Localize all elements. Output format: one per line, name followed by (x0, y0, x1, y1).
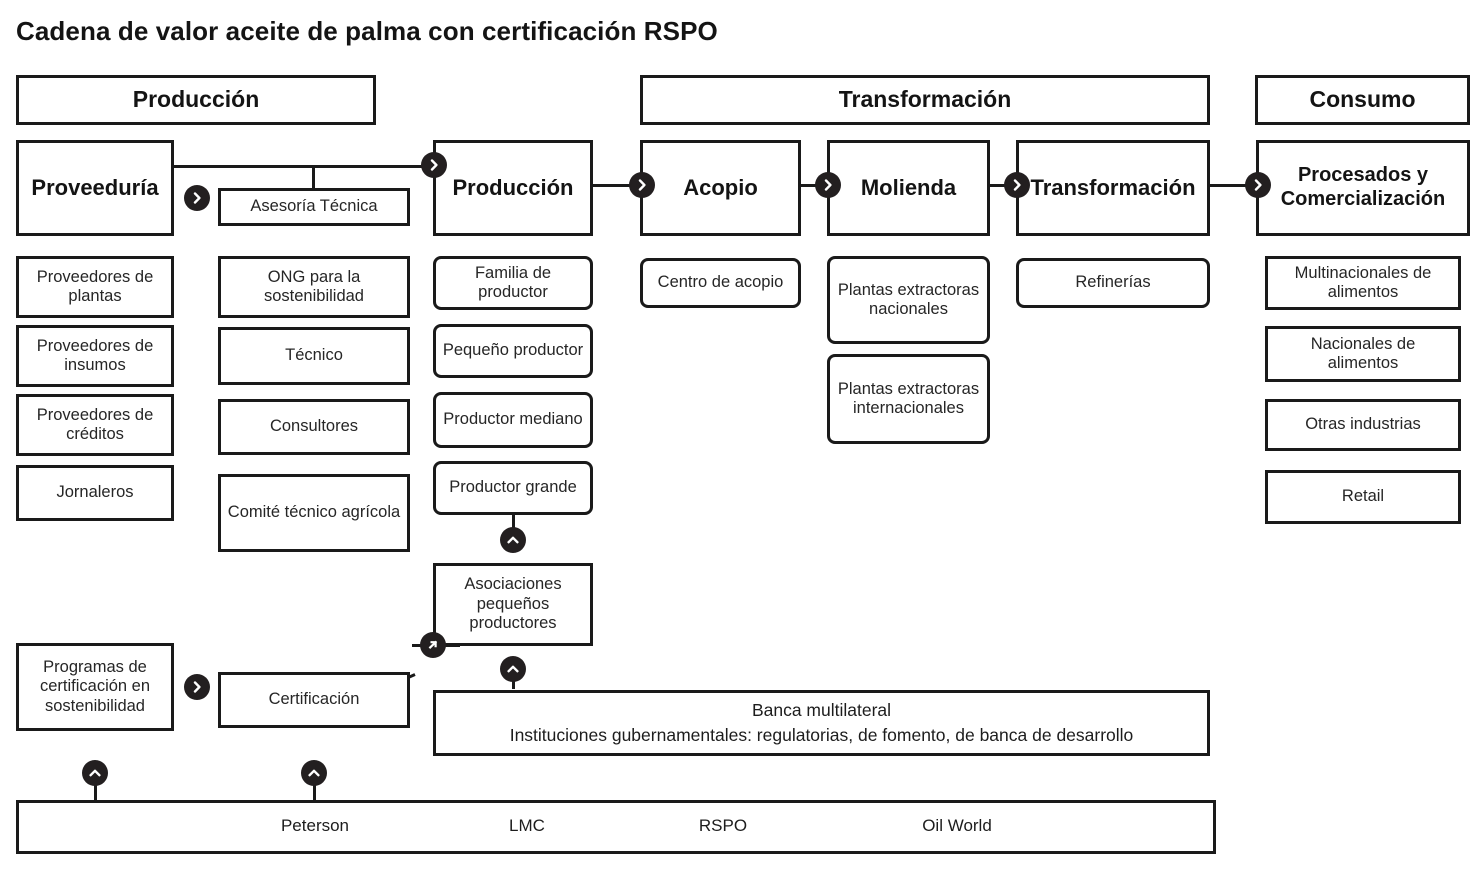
stage-acopio[interactable]: Acopio (640, 140, 801, 236)
banca-line-1: Banca multilateral (751, 699, 892, 720)
list-item[interactable]: Proveedores de plantas (16, 256, 174, 318)
connector-stem (313, 784, 316, 802)
connector-stem (512, 515, 515, 533)
list-item[interactable]: Técnico (218, 327, 410, 385)
list-item[interactable]: Nacionales de alimentos (1265, 326, 1461, 382)
list-item[interactable]: Jornaleros (16, 465, 174, 521)
list-item[interactable]: Plantas extractoras internacionales (827, 354, 990, 444)
chevron-up-icon (500, 527, 526, 553)
list-item[interactable]: Otras industrias (1265, 399, 1461, 451)
source-rspo: RSPO (698, 816, 748, 835)
list-item[interactable]: Familia de productor (433, 256, 593, 310)
chevron-right-icon (1245, 172, 1271, 198)
sources-bar (16, 800, 1216, 854)
stage-molienda[interactable]: Molienda (827, 140, 990, 236)
list-item[interactable]: Retail (1265, 470, 1461, 524)
page-title: Cadena de valor aceite de palma con cert… (16, 16, 718, 46)
list-item[interactable]: Refinerías (1016, 258, 1210, 308)
connector-stem (94, 784, 97, 802)
link-produccion-acopio (593, 184, 641, 187)
link-acopio-molienda (801, 184, 826, 187)
asesoria-tecnica-box[interactable]: Asesoría Técnica (218, 188, 410, 226)
chevron-right-icon (629, 172, 655, 198)
chevron-right-icon (184, 674, 210, 700)
link-transformacion-procesados (1210, 184, 1256, 187)
programas-certificacion-box[interactable]: Programas de certificación en sostenibil… (16, 643, 174, 731)
banca-line-2: Instituciones gubernamentales: regulator… (509, 725, 1134, 745)
list-item[interactable]: ONG para la sostenibilidad (218, 256, 410, 318)
banca-multilateral-box[interactable]: Banca multilateral Instituciones guberna… (433, 690, 1210, 756)
link-trunk-to-asesoria (312, 165, 315, 191)
stage-procesados[interactable]: Procesados y Comercialización (1256, 140, 1470, 236)
list-item[interactable]: Centro de acopio (640, 258, 801, 308)
source-lmc: LMC (509, 816, 545, 835)
certificacion-box[interactable]: Certificación (218, 672, 410, 728)
asociaciones-pequenos-productores-box[interactable]: Asociaciones pequeños productores (433, 563, 593, 646)
chevron-up-icon (301, 760, 327, 786)
link-molienda-transformacion (990, 184, 1016, 187)
chevron-right-icon (1004, 172, 1030, 198)
list-item[interactable]: Consultores (218, 399, 410, 455)
list-item[interactable]: Productor mediano (433, 392, 593, 448)
chevron-right-icon (421, 152, 447, 178)
header-transformacion: Transformación (640, 75, 1210, 125)
list-item[interactable]: Productor grande (433, 461, 593, 515)
stage-proveeduria[interactable]: Proveeduría (16, 140, 174, 236)
list-item[interactable]: Pequeño productor (433, 324, 593, 378)
connector-stem (512, 680, 515, 689)
list-item[interactable]: Proveedores de insumos (16, 325, 174, 387)
list-item[interactable]: Comité técnico agrícola (218, 474, 410, 552)
source-peterson: Peterson (280, 816, 350, 835)
chevron-right-icon (815, 172, 841, 198)
elbow-arrow-icon (420, 632, 446, 658)
list-item[interactable]: Multinacionales de alimentos (1265, 256, 1461, 310)
stage-transformacion[interactable]: Transformación (1016, 140, 1210, 236)
source-oil-world: Oil World (922, 816, 992, 835)
chevron-right-icon (184, 185, 210, 211)
header-consumo: Consumo (1255, 75, 1470, 125)
header-produccion: Producción (16, 75, 376, 125)
chevron-up-icon (500, 656, 526, 682)
stage-produccion[interactable]: Producción (433, 140, 593, 236)
chevron-up-icon (82, 760, 108, 786)
link-proveeduria-produccion (172, 165, 434, 168)
list-item[interactable]: Proveedores de créditos (16, 394, 174, 456)
list-item[interactable]: Plantas extractoras nacionales (827, 256, 990, 344)
